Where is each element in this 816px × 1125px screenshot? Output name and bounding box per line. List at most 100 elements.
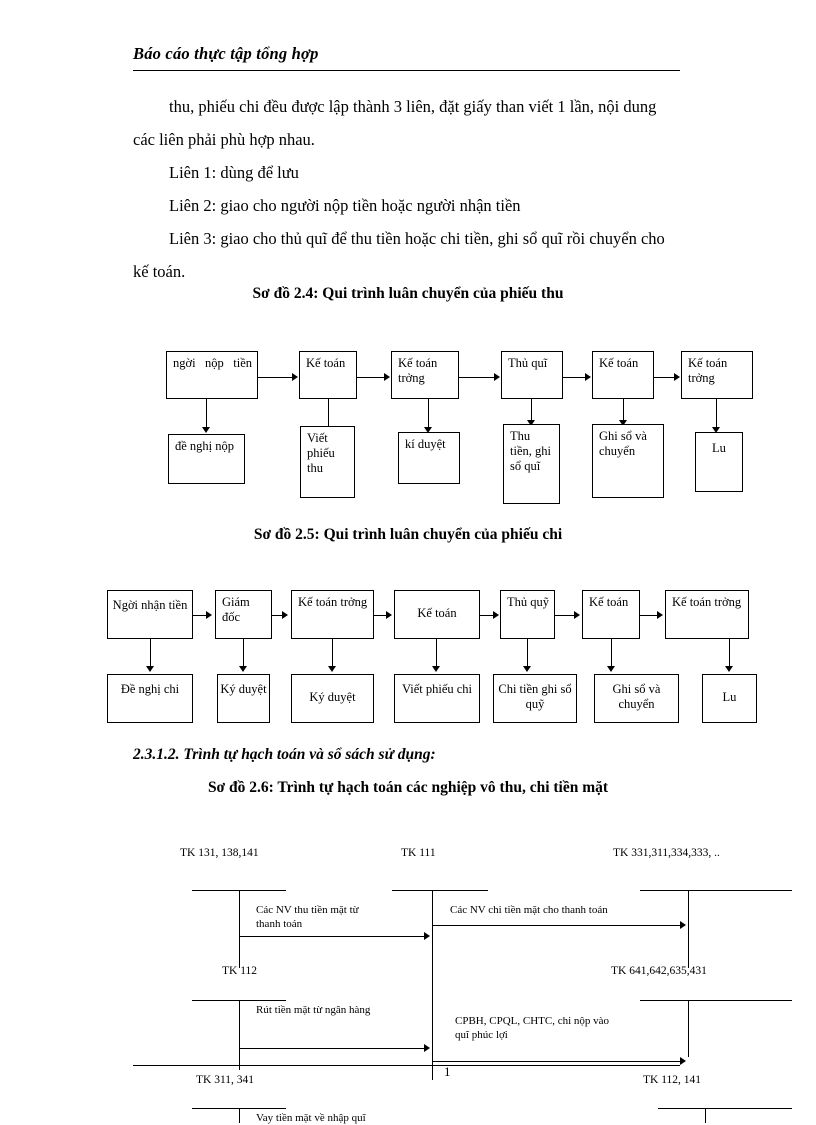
flow24-vconnector-2 <box>328 399 329 428</box>
tk-label-right-bottom: TK 112, 141 <box>643 1074 702 1086</box>
tk-label-right-mid: TK 641,642,635,431 <box>611 965 707 977</box>
flow25-vconnector-1 <box>150 639 151 667</box>
flow24-arrowhead-down-6-icon <box>712 427 720 433</box>
flow25-connector-6-7 <box>640 615 658 616</box>
page-number: 1 <box>444 1064 451 1079</box>
flow25-vconnector-3 <box>332 639 333 667</box>
flow25-top-box-5: Thủ quỹ <box>500 590 555 639</box>
flow24-bottom-box-3: kí duyệt <box>398 432 460 484</box>
flow24-arrowhead-down-5-icon <box>619 420 627 426</box>
flow25-arrowhead-down-6-icon <box>607 666 615 672</box>
taccount-arrowhead-4-icon <box>680 1057 686 1065</box>
taccount-note-2: Các NV chi tiền mặt cho thanh toán <box>450 904 608 916</box>
flow24-top-box-3: Kế toán trởng <box>391 351 459 399</box>
taccount-arrow-line-4 <box>432 1061 680 1062</box>
flow25-arrowhead-2-3-icon <box>282 611 288 619</box>
flow25-vconnector-5 <box>527 639 528 667</box>
taccount-arrowhead-2-icon <box>680 921 686 929</box>
flow24-bottom-box-6: Lu <box>695 432 743 492</box>
tbar-right-bottom <box>658 1108 792 1109</box>
taccount-note-1-line1: Các NV thu tiền mặt từ <box>256 904 359 916</box>
taccount-note-5: Vay tiền mặt về nhập quĩ <box>256 1112 366 1124</box>
flow25-top-box-6: Kế toán <box>582 590 640 639</box>
taccount-arrowhead-3-icon <box>424 1044 430 1052</box>
flow25-arrowhead-down-5-icon <box>523 666 531 672</box>
flow24-connector-3-4 <box>459 377 495 378</box>
flow25-arrowhead-down-2-icon <box>239 666 247 672</box>
flow24-arrowhead-5-6-icon <box>674 373 680 381</box>
tbar-center-top <box>392 890 488 891</box>
flow25-top-box-3: Kế toán trởng <box>291 590 374 639</box>
flow24-top-box-4: Thủ quĩ <box>501 351 563 399</box>
tstem-left-mid <box>239 1000 240 1070</box>
taccount-note-1: Các NV thu tiền mặt từ thanh toán <box>256 903 426 931</box>
tstem-left-bottom <box>239 1108 240 1123</box>
flow25-vconnector-4 <box>436 639 437 667</box>
section-heading: 2.3.1.2. Trình tự hạch toán và sổ sách s… <box>133 746 436 763</box>
page-header: Báo cáo thực tập tổng hợp <box>133 44 680 64</box>
flow24-arrowhead-3-4-icon <box>494 373 500 381</box>
tk-label-center-top: TK 111 <box>401 847 436 859</box>
tstem-center <box>432 890 433 1080</box>
flow25-arrowhead-4-5-icon <box>493 611 499 619</box>
flow25-connector-4-5 <box>480 615 494 616</box>
taccount-note-3: Rút tiền mặt từ ngân hàng <box>256 1004 371 1016</box>
tstem-right-top <box>688 890 689 968</box>
flow25-arrowhead-down-7-icon <box>725 666 733 672</box>
flow24-vconnector-4 <box>531 399 532 421</box>
taccount-arrowhead-1-icon <box>424 932 430 940</box>
flow25-bottom-box-7: Lu <box>702 674 757 723</box>
flow24-top-box-6: Kế toán trởng <box>681 351 753 399</box>
flow24-arrowhead-1-2-icon <box>292 373 298 381</box>
flow25-connector-1-2 <box>193 615 207 616</box>
flow24-bottom-box-5: Ghi sổ và chuyển <box>592 424 664 498</box>
footer-divider <box>133 1065 680 1066</box>
flow25-arrowhead-3-4-icon <box>386 611 392 619</box>
flow24-vconnector-3 <box>428 399 429 428</box>
flow25-connector-3-4 <box>374 615 387 616</box>
flow24-arrowhead-down-1-icon <box>202 427 210 433</box>
taccount-note-1-line2: thanh toán <box>256 918 303 930</box>
tbar-right-mid <box>640 1000 792 1001</box>
tstem-left-top <box>239 890 240 968</box>
flow24-connector-1-2 <box>258 377 293 378</box>
flow25-vconnector-2 <box>243 639 244 667</box>
paragraph-lien-3: Liên 3: giao cho thủ quĩ để thu tiền hoặ… <box>169 229 665 248</box>
flow24-connector-4-5 <box>563 377 586 378</box>
tk-label-left-bottom: TK 311, 341 <box>196 1074 255 1086</box>
taccount-note-4-line1: CPBH, CPQL, CHTC, chi nộp vào <box>455 1015 610 1027</box>
taccount-note-4: CPBH, CPQL, CHTC, chi nộp vào quĩ phúc l… <box>455 1014 695 1042</box>
flow24-arrowhead-down-4-icon <box>527 420 535 426</box>
flow24-vconnector-5 <box>623 399 624 421</box>
flow25-arrowhead-5-6-icon <box>574 611 580 619</box>
flow25-vconnector-7 <box>729 639 730 667</box>
flow25-bottom-box-1: Đề nghị chi <box>107 674 193 723</box>
flow24-bottom-box-1: đề nghị nộp <box>168 434 245 484</box>
tstem-right-mid <box>688 1000 689 1057</box>
flow25-bottom-box-5: Chi tiền ghi sổ quỹ <box>493 674 577 723</box>
body-text-block: thu, phiếu chi đều được lập thành 3 liên… <box>133 90 680 288</box>
flow25-top-box-2: Giám đốc <box>215 590 272 639</box>
paragraph-lien-1: Liên 1: dùng để lưu <box>169 163 299 182</box>
flow25-arrowhead-6-7-icon <box>657 611 663 619</box>
header-title: Báo cáo thực tập tổng hợp <box>133 44 319 63</box>
paragraph-lien-2: Liên 2: giao cho người nộp tiền hoặc ngư… <box>169 196 521 215</box>
flow24-top-box-1: ngời nộp tiền <box>166 351 258 399</box>
tk-label-left-top: TK 131, 138,141 <box>180 847 259 859</box>
flow25-arrowhead-1-2-icon <box>206 611 212 619</box>
flow24-arrowhead-4-5-icon <box>585 373 591 381</box>
flow24-vconnector-6 <box>716 399 717 428</box>
taccount-arrow-line-3 <box>239 1048 425 1049</box>
tbar-right-top <box>640 890 792 891</box>
flow24-bottom-box-4: Thu tiền, ghi sổ quĩ <box>503 424 560 504</box>
flow25-arrowhead-down-4-icon <box>432 666 440 672</box>
diagram-26-caption: Sơ đồ 2.6: Trình tự hạch toán các nghiệp… <box>207 779 609 796</box>
flow24-connector-5-6 <box>654 377 675 378</box>
flow25-top-box-7: Kế toán trởng <box>665 590 749 639</box>
flow25-connector-2-3 <box>272 615 283 616</box>
header-divider <box>133 70 680 71</box>
flow25-connector-5-6 <box>555 615 575 616</box>
flow24-bottom-box-2: Viết phiếu thu <box>300 426 355 498</box>
